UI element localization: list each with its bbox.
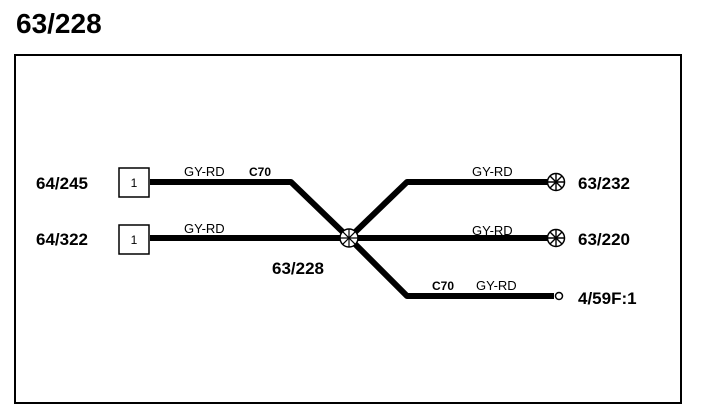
connector-code-label: C70 [249, 165, 271, 179]
connector-box-64-322: 1 [118, 224, 150, 255]
wire-color-label: GY-RD [184, 164, 225, 179]
wire-color-label: GY-RD [476, 278, 517, 293]
connector-label-64-322: 64/322 [36, 230, 88, 249]
pin-label: 1 [131, 176, 138, 190]
wire-color-label: GY-RD [184, 221, 225, 236]
splice-star-icon [546, 172, 566, 192]
wire-color-label: GY-RD [472, 164, 513, 179]
splice-star-icon [546, 228, 566, 248]
splice-label: 63/228 [272, 259, 324, 278]
wire-63-232 [346, 179, 548, 241]
pin-label: 1 [131, 233, 138, 247]
terminal-label-63-232: 63/232 [578, 174, 630, 193]
page-title: 63/228 [16, 8, 102, 39]
connector-box-64-245: 1 [118, 167, 150, 198]
connector-code-label: C70 [432, 279, 454, 293]
connector-label-64-245: 64/245 [36, 174, 88, 193]
wire-color-label: GY-RD [472, 223, 513, 238]
wire-64-245 [150, 179, 352, 241]
terminal-label-4-59f: 4/59F:1 [578, 289, 637, 308]
pin-end-icon [554, 291, 564, 301]
diagram-frame [14, 54, 682, 404]
splice-star-icon [339, 228, 359, 248]
wire-4-59f [346, 235, 554, 299]
terminal-label-63-220: 63/220 [578, 230, 630, 249]
